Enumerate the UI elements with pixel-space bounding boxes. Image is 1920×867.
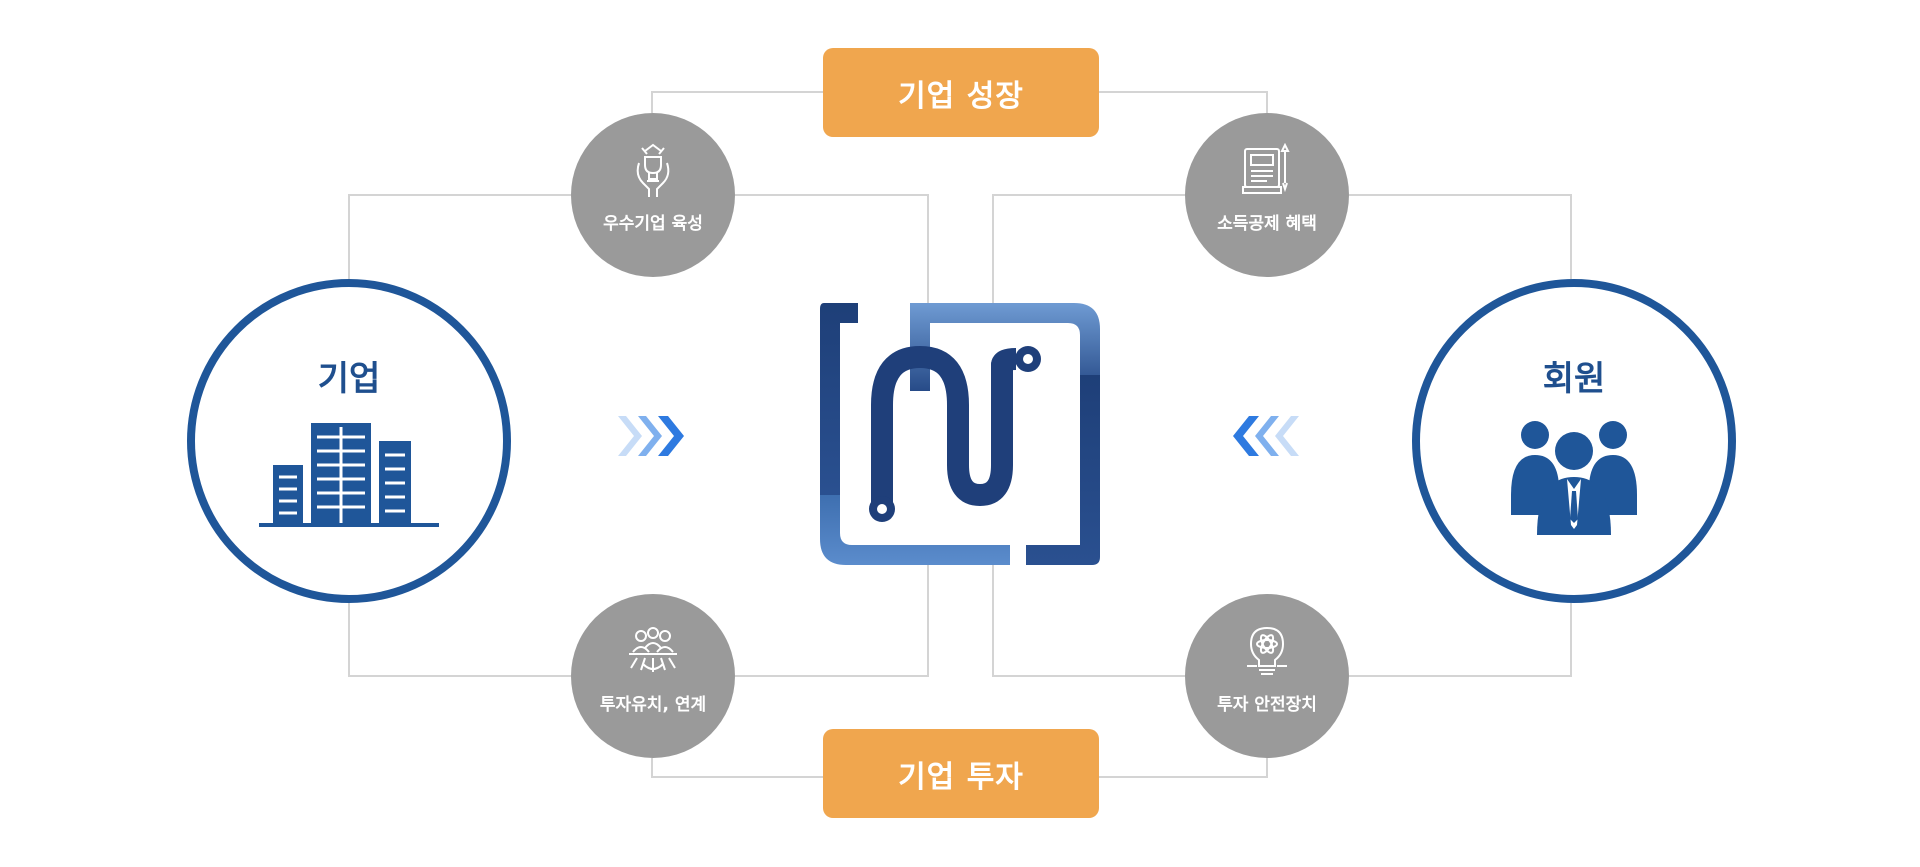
corporate-investment-label: 기업 투자 <box>898 759 1024 795</box>
corporate-growth-pill: 기업 성장 <box>823 48 1099 137</box>
member-title: 회원 <box>1542 359 1606 399</box>
office-buildings-icon <box>259 423 439 527</box>
ledger-book-icon <box>1242 143 1290 194</box>
company-title: 기업 <box>317 359 381 399</box>
platform-logo-icon <box>820 303 1100 565</box>
people-group-icon <box>1511 421 1637 535</box>
lightbulb-atom-icon <box>1247 626 1287 675</box>
company-circle: 기업 <box>187 279 511 603</box>
chevron-right-arrows-icon <box>618 416 684 456</box>
benefit-label: 투자유치, 연계 <box>599 695 707 715</box>
benefit-label: 우수기업 육성 <box>603 214 703 234</box>
benefit-investment-attraction: 투자유치, 연계 <box>571 594 735 758</box>
member-circle: 회원 <box>1412 279 1736 603</box>
benefit-investment-safeguard: 투자 안전장치 <box>1185 594 1349 758</box>
benefit-label: 투자 안전장치 <box>1217 695 1317 715</box>
trophy-hands-icon <box>636 143 670 197</box>
audience-crowd-icon <box>629 627 677 672</box>
corporate-growth-label: 기업 성장 <box>898 78 1024 114</box>
corporate-investment-pill: 기업 투자 <box>823 729 1099 818</box>
chevron-left-arrows-icon <box>1233 416 1299 456</box>
benefit-income-deduction: 소득공제 혜택 <box>1185 113 1349 277</box>
benefit-excellent-company: 우수기업 육성 <box>571 113 735 277</box>
benefit-label: 소득공제 혜택 <box>1217 214 1317 234</box>
